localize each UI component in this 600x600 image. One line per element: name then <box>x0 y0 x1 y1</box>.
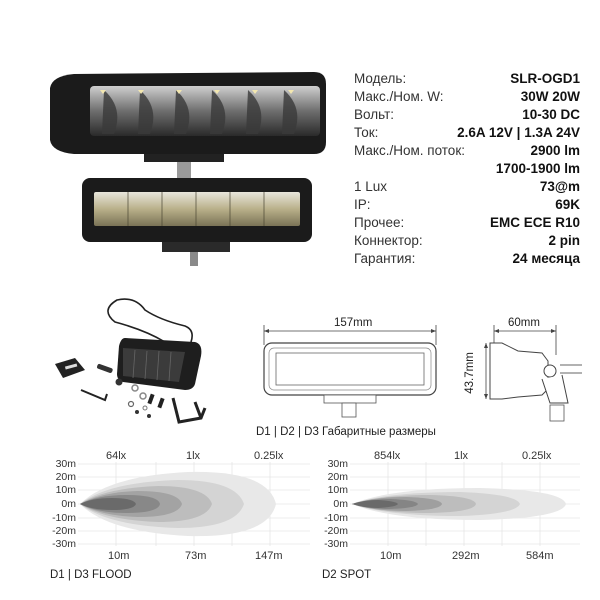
spec-label: Макс./Ном. W: <box>354 89 444 104</box>
spec-label: IP: <box>354 197 371 212</box>
y-tick: 20m <box>55 471 76 483</box>
distance-label: 73m <box>185 550 207 562</box>
spec-value: 2 pin <box>548 233 580 248</box>
product-photo <box>44 68 330 268</box>
spec-row-voltage: Вольт: 10-30 DC <box>354 106 580 124</box>
spot-beam-chart: 30m 20m 10m 0m -10m -20m -30m 854lx 1lx … <box>300 448 590 588</box>
dimension-drawings: 157mm 60mm 43.7mm <box>250 315 590 445</box>
lux-label: 0.25lx <box>254 450 284 462</box>
spec-value: SLR-OGD1 <box>510 71 580 86</box>
dimensions-caption: D1 | D2 | D3 Габаритные размеры <box>256 426 436 438</box>
y-tick: 30m <box>55 458 76 470</box>
y-tick: -20m <box>324 525 348 537</box>
depth-dimension-label: 60mm <box>508 317 540 329</box>
spec-value: 69K <box>555 197 580 212</box>
spec-label: Модель: <box>354 71 407 86</box>
spec-value: 1700-1900 lm <box>495 161 580 176</box>
spec-row-other: Прочее: EMC ECE R10 <box>354 214 580 232</box>
distance-label: 147m <box>255 550 283 562</box>
spec-value: 2.6A 12V | 1.3A 24V <box>457 125 580 140</box>
flood-beam-chart: 30m 20m 10m 0m -10m -20m -30m 64lx 1lx 0… <box>40 448 310 588</box>
y-tick: 10m <box>327 484 348 496</box>
spec-value: 2900 lm <box>530 143 580 158</box>
y-tick: 10m <box>55 484 76 496</box>
spec-label: Коннектор: <box>354 233 423 248</box>
spec-row-power: Макс./Ном. W: 30W 20W <box>354 88 580 106</box>
y-tick: -10m <box>52 512 76 524</box>
lux-label: 0.25lx <box>522 450 552 462</box>
distance-label: 10m <box>380 550 402 562</box>
chart-title: D1 | D3 FLOOD <box>50 569 132 581</box>
width-dimension-label: 157mm <box>334 317 373 329</box>
spec-label: Макс./Ном. поток: <box>354 143 465 158</box>
spec-label: 1 Lux <box>354 179 388 194</box>
spec-label: Гарантия: <box>354 251 416 266</box>
height-dimension-label: 43.7mm <box>463 352 476 394</box>
y-tick: -30m <box>52 538 76 550</box>
spec-row-flux: Макс./Ном. поток: 2900 lm <box>354 142 580 160</box>
distance-label: 292m <box>452 550 480 562</box>
distance-label: 584m <box>526 550 554 562</box>
lux-label: 64lx <box>106 450 127 462</box>
y-tick: 0m <box>333 498 348 510</box>
spec-row-lux: 1 Lux 73@m <box>354 178 580 196</box>
chart-title: D2 SPOT <box>322 569 372 581</box>
spec-row-current: Ток: 2.6A 12V | 1.3A 24V <box>354 124 580 142</box>
lux-label: 1lx <box>186 450 201 462</box>
spec-value: EMC ECE R10 <box>489 215 580 230</box>
y-tick: 0m <box>61 498 76 510</box>
mounting-kit-photo <box>45 290 240 430</box>
y-tick: -20m <box>52 525 76 537</box>
lux-label: 854lx <box>374 450 401 462</box>
spec-label: Вольт: <box>354 107 395 122</box>
spec-value: 10-30 DC <box>522 107 580 122</box>
spec-value: 30W 20W <box>520 89 580 104</box>
spec-label: Прочее: <box>354 215 405 230</box>
spec-row-warranty: Гарантия: 24 месяца <box>354 250 580 268</box>
distance-label: 10m <box>108 550 130 562</box>
spec-row-flux-nominal: 1700-1900 lm <box>354 160 580 178</box>
spec-value: 73@m <box>539 179 580 194</box>
spec-row-ip: IP: 69K <box>354 196 580 214</box>
spec-row-model: Модель: SLR-OGD1 <box>354 70 580 88</box>
spec-row-connector: Коннектор: 2 pin <box>354 232 580 250</box>
spec-label: Ток: <box>354 125 379 140</box>
y-tick: -30m <box>324 538 348 550</box>
y-tick: 20m <box>327 471 348 483</box>
spec-value: 24 месяца <box>512 251 580 266</box>
y-tick: -10m <box>324 512 348 524</box>
lux-label: 1lx <box>454 450 469 462</box>
y-tick: 30m <box>327 458 348 470</box>
spec-table: Модель: SLR-OGD1 Макс./Ном. W: 30W 20W В… <box>354 70 580 268</box>
